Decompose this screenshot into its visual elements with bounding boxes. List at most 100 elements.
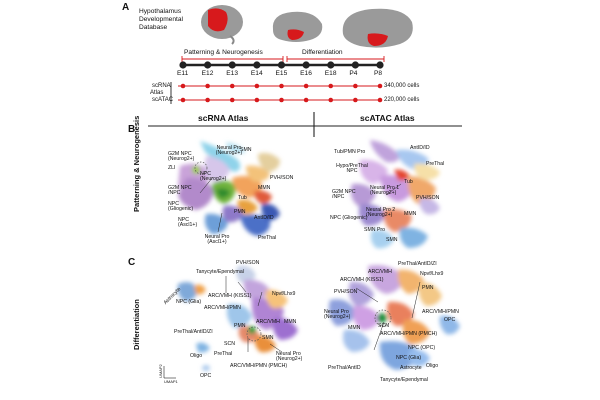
b-rna-label: PMN [234,209,246,215]
b-rna-label: PreThal [258,235,277,241]
stage-bracket [181,56,385,62]
b-atac-label: Tub/PMN Pro [334,149,366,155]
c-atac-label: ARC/VMH [368,269,392,275]
b-rna-label: NPC (Neurog2+) [200,171,227,183]
c-atac-label: PMN [422,285,434,291]
scatac-timepoint-dot [328,97,334,103]
b-atac-label: NPC (Gliogenic) [330,215,368,221]
b-rna-label: Neural Pro (Neurog2+) [215,145,243,157]
atlas-label: Atlas [150,90,164,96]
b-rna-label: Tub [238,195,247,201]
scrna-timepoint-dot [279,83,284,89]
timepoint-label: E13 [226,70,238,77]
c-rna-label: Tanycyte/Ependymal [196,269,244,275]
timepoint-dot [277,61,286,69]
umap-y-label: UMAP2 [158,364,163,378]
atlas-rows [170,82,383,104]
panel-label-a: A [122,2,130,13]
b-rna-label: NPC (Ascl1+) [178,217,198,229]
timepoint-label: E11 [177,70,189,77]
timepoint-dot [253,61,261,69]
b-rna-label: AntID/ID [254,215,274,221]
database-title-line1: Hypothalamus [139,8,182,15]
header-scrna-atlas: scRNA Atlas [198,113,249,123]
brain-e11-icon [201,5,243,45]
timepoint-label: E18 [324,70,337,77]
c-atac-label: Npvf/Lhx9 [420,271,444,277]
c-rna-label: PreThal [214,351,233,357]
panel-label-b: B [128,124,136,135]
b-rna-label: MMN [258,185,271,191]
atlas-row-scrna-count: 340,000 cells [384,83,420,89]
scrna-timepoint-dot [229,83,235,89]
timepoint-label: P8 [374,70,383,77]
panel-label-c: C [128,257,136,268]
b-atac-label: Neural Pro 2 (Neurog2+) [366,207,396,219]
scrna-timepoint-dot [205,83,210,89]
timepoint-label: P4 [349,70,358,77]
b-atac-label: Neural Pro 1 (Neurog2+) [370,185,400,197]
c-rna-label: OPC [200,373,212,379]
scrna-timepoint-dot [303,83,309,89]
b-rna-label: NPC (Gliogenic) [168,201,194,213]
stage-patterning: Patterning & Neurogenesis [184,49,263,56]
scatac-timepoint-dot [279,97,284,103]
c-atac-label: Tanycyte/Ependymal [380,377,428,383]
c-atac-label: OPC [444,317,456,323]
b-atac-label: Tub [404,179,413,185]
umap-b-rna [178,141,280,236]
timepoint-dot [351,61,359,69]
c-atac-label: ARC/VMH/PMN [422,309,459,315]
timepoint-dot [302,61,310,69]
atlas-row-scrna-name: scRNA [152,83,171,89]
timepoint-dot [376,61,384,69]
b-rna-label: G2M NPC (Neurog2+) [168,151,195,163]
b-atac-label: PreThal [426,161,445,167]
c-atac-label: PreThal/AntID/ZI [398,261,437,267]
c-rna-label: Oligo [190,353,203,359]
c-rna-label: Neural Pro (Neurog2+) [276,351,303,363]
b-rna-label: Neural Pro (Ascl1+) [204,234,230,246]
scatac-timepoint-dot [353,97,358,103]
scrna-timepoint-dot [353,83,358,89]
b-atac-label: PVH/SON [416,195,440,201]
header-scatac-atlas: scATAC Atlas [360,113,415,123]
scrna-timepoint-dot [328,83,334,89]
c-rna-label: ARC/VMH/PMN [204,305,241,311]
brain-e14-icon [272,11,323,42]
b-rna-label: PVH/SON [270,175,294,181]
c-rna-label: ARC/VMH (KISS1) [208,293,252,299]
b-atac-label: SMN [386,237,398,243]
c-atac-label: NPC (OPC) [408,345,436,351]
c-rna-label: PVH/SON [236,260,260,266]
timepoint-label: E12 [201,70,214,77]
scatac-timepoint-dot [303,97,309,103]
umap-x-label: UMAP1 [164,379,178,384]
timepoint-dot [204,61,212,69]
b-rna-label: G2M NPC /NPC [168,185,192,197]
c-rna-label: SMN [262,335,274,341]
b-rna-label: ZLI [168,165,176,171]
umap-c-rna [177,265,298,371]
timepoint-label: E14 [250,70,263,77]
stage-differentiation: Differentiation [302,49,343,56]
database-title-line3: Database [139,24,168,31]
c-atac-label: MMN [348,325,361,331]
timepoint-label: E15 [275,70,288,77]
timepoint-dot [327,61,335,69]
timepoint-label: E16 [300,70,312,77]
database-title-line2: Developmental [139,16,183,23]
dashed-outlines [194,161,392,342]
c-rna-label: NPC (Glia) [176,299,202,305]
b-atac-label: G2M NPC /NPC [332,189,356,201]
umap-b-atac [350,140,440,249]
row-label-b: Patterning & Neurogenesis [132,115,141,212]
c-atac-label: Neural Pro (Neurog2+) [324,309,351,321]
scatac-timepoint-dot [205,97,210,103]
scrna-timepoint-dot [377,83,383,89]
c-atac-label: NPC (Glia) [396,355,422,361]
c-rna-label: SCN [224,341,235,347]
annotation-lines [199,176,421,353]
